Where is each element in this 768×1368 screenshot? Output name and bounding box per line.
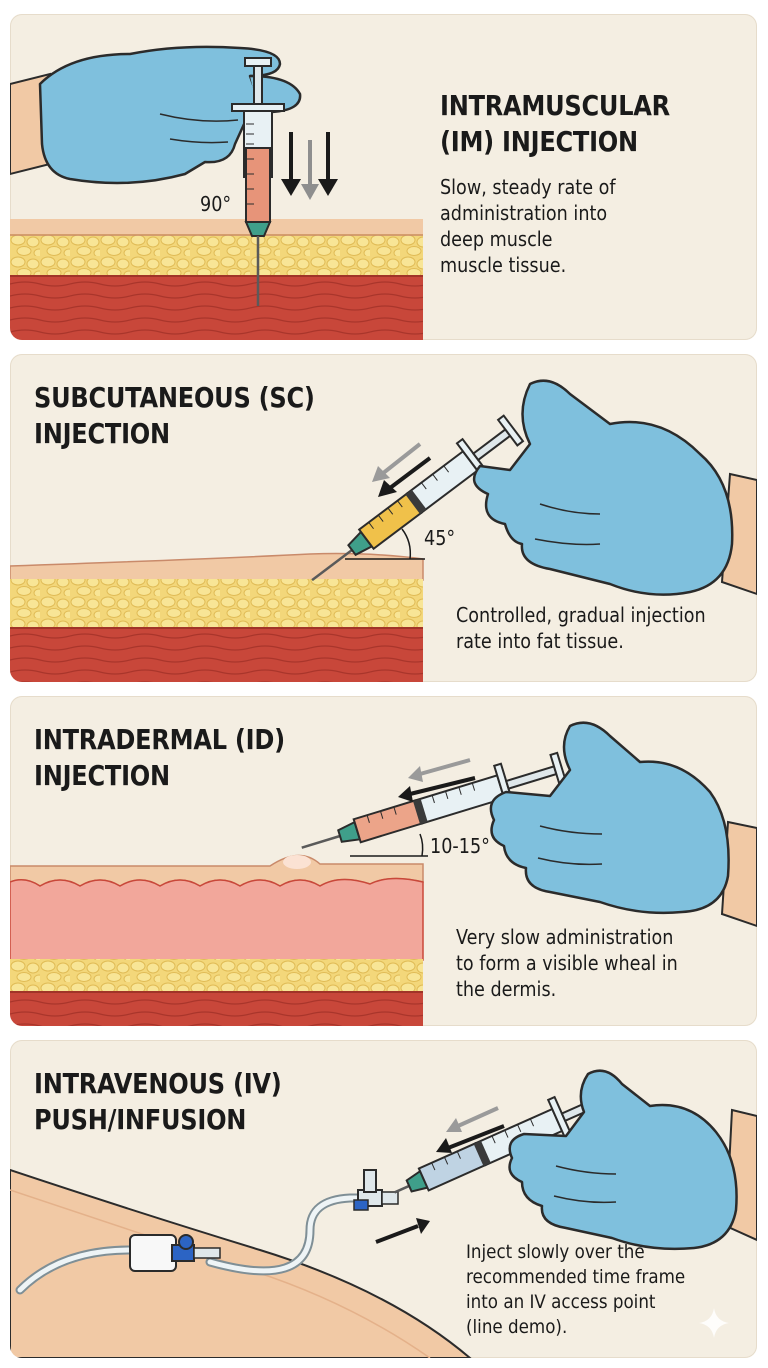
- arm: [10, 1168, 472, 1358]
- panel-subcutaneous: 45° SUBCUTANEOUS (SC) INJECTION Controll…: [10, 354, 757, 682]
- id-illustration: [10, 721, 757, 1026]
- fat-layer: [10, 579, 423, 629]
- glove-hand-icon: [489, 721, 730, 915]
- panel-title: SUBCUTANEOUS (SC) INJECTION: [34, 380, 315, 452]
- desc-line: deep muscle: [440, 227, 553, 251]
- title-line: SUBCUTANEOUS (SC): [34, 381, 315, 414]
- im-illustration: [10, 45, 423, 340]
- desc-line: Very slow administration: [456, 925, 674, 949]
- panel-title: INTRAMUSCULAR (IM) INJECTION: [440, 88, 670, 160]
- glove-hand-icon: [472, 379, 734, 596]
- desc-line: the dermis.: [456, 977, 557, 1001]
- title-line: INJECTION: [34, 417, 170, 450]
- syringe-icon: [311, 414, 525, 582]
- muscle-layer: [10, 276, 423, 340]
- syringe-icon: [301, 751, 568, 849]
- desc-line: administration into: [440, 201, 608, 225]
- iv-illustration: [10, 1069, 757, 1358]
- syringe-icon: [231, 57, 285, 306]
- desc-line: into an IV access point: [466, 1291, 656, 1313]
- panel-intramuscular: 90° INTRAMUSCULAR (IM) INJECTION Slow, s…: [10, 14, 757, 340]
- desc-line: recommended time frame: [466, 1266, 686, 1288]
- panel-description: Slow, steady rate of administration into…: [440, 174, 616, 278]
- arrow-diagonal-icon: [375, 1106, 505, 1244]
- arrow-diagonal-icon: [398, 758, 476, 802]
- muscle-layer: [10, 628, 423, 682]
- angle-label: 10-15°: [430, 834, 490, 858]
- glove-hand-icon: [508, 1069, 738, 1251]
- arrow-down-icon: [281, 132, 338, 200]
- desc-line: Slow, steady rate of: [440, 175, 616, 199]
- panel-title: INTRAVENOUS (IV) PUSH/INFUSION: [34, 1066, 282, 1138]
- skin-layer: [10, 219, 423, 237]
- sparkle-icon: [699, 1308, 729, 1338]
- desc-line: (line demo).: [466, 1316, 568, 1338]
- desc-line: Inject slowly over the: [466, 1241, 645, 1263]
- fat-layer: [10, 234, 423, 278]
- panel-description: Very slow administration to form a visib…: [456, 924, 678, 1002]
- dermis-layer: [10, 877, 424, 961]
- panel-intradermal: 10-15° INTRADERMAL (ID) INJECTION Very s…: [10, 696, 757, 1026]
- title-line: PUSH/INFUSION: [34, 1103, 247, 1136]
- arrow-diagonal-icon: [372, 442, 432, 497]
- title-line: INJECTION: [34, 759, 170, 792]
- skin-layer: [10, 552, 424, 581]
- sc-illustration: [10, 379, 757, 682]
- desc-line: muscle tissue.: [440, 253, 567, 277]
- panel-intravenous: INTRAVENOUS (IV) PUSH/INFUSION Inject sl…: [10, 1040, 757, 1358]
- title-line: INTRAMUSCULAR: [440, 89, 670, 122]
- title-line: INTRAVENOUS (IV): [34, 1067, 282, 1100]
- wheal: [283, 855, 311, 869]
- iv-catheter: [129, 1234, 221, 1272]
- panel-description: Inject slowly over the recommended time …: [466, 1240, 685, 1340]
- angle-label: 45°: [424, 526, 456, 550]
- desc-line: rate into fat tissue.: [456, 629, 624, 653]
- muscle-layer: [10, 992, 423, 1026]
- title-line: INTRADERMAL (ID): [34, 723, 285, 756]
- fat-layer: [10, 959, 423, 993]
- angle-label: 90°: [200, 192, 232, 216]
- desc-line: to form a visible wheal in: [456, 951, 678, 975]
- panel-title: INTRADERMAL (ID) INJECTION: [34, 722, 285, 794]
- title-line: (IM) INJECTION: [440, 125, 638, 158]
- panel-description: Controlled, gradual injection rate into …: [456, 602, 706, 654]
- injection-port: [353, 1169, 399, 1211]
- desc-line: Controlled, gradual injection: [456, 603, 706, 627]
